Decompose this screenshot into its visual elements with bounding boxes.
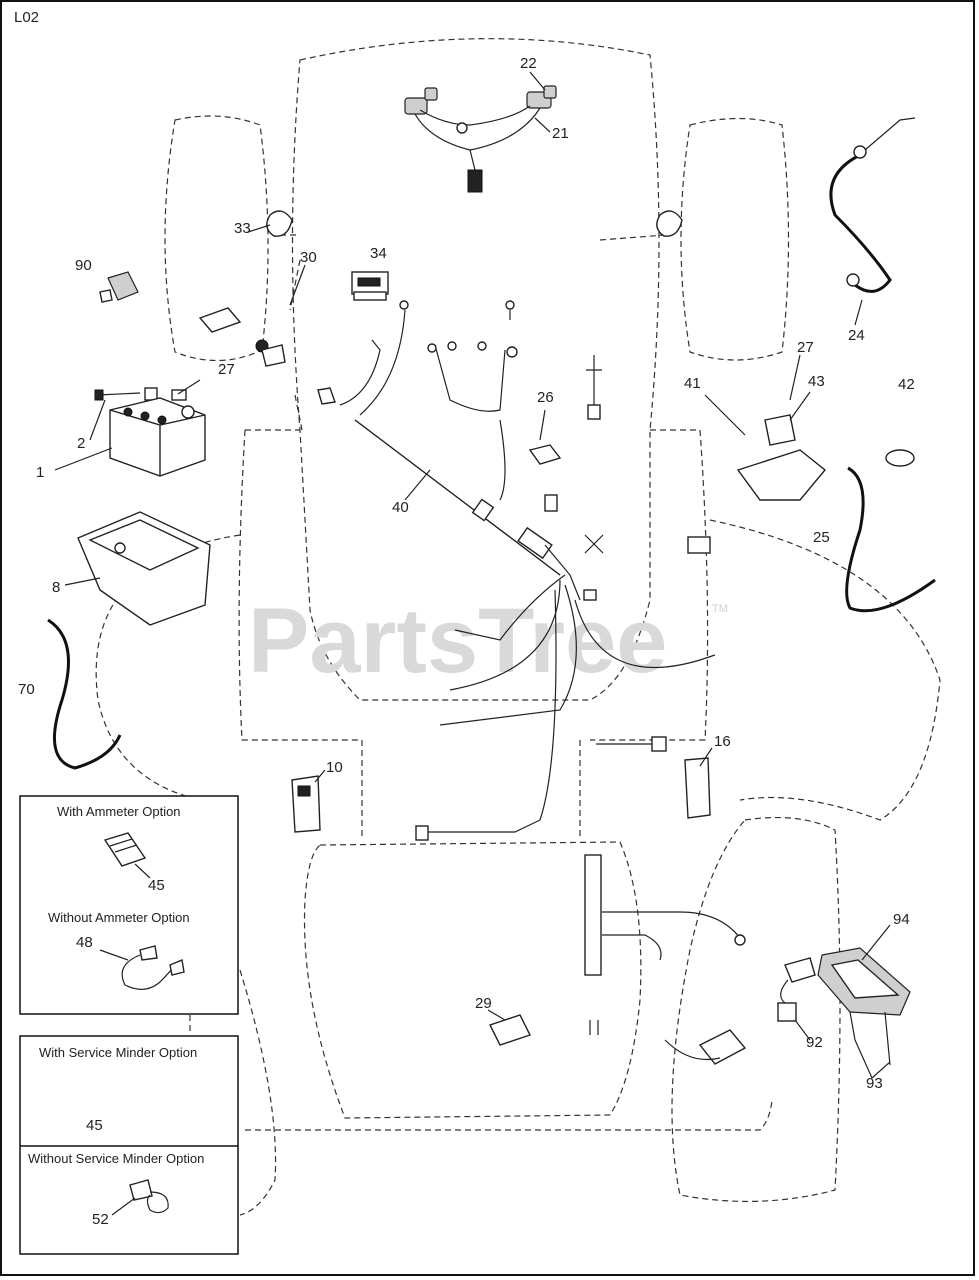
label-8: 8: [52, 579, 60, 596]
watermark-tm: TM: [712, 603, 728, 615]
pto-switch-94-part[interactable]: [817, 947, 911, 1066]
label-45a: 45: [148, 877, 165, 894]
label-21: 21: [552, 125, 569, 142]
ignition-switch-part[interactable]: [351, 271, 389, 301]
label-25: 25: [813, 529, 830, 546]
relay-26-part[interactable]: [528, 444, 562, 465]
fuse-holder-part[interactable]: [198, 307, 286, 367]
service-jumper-part[interactable]: [129, 1179, 169, 1214]
jumper-wire-part[interactable]: [121, 945, 185, 990]
label-43: 43: [808, 373, 825, 390]
switch-10-part[interactable]: [291, 775, 321, 833]
ammeter-option-box: With Ammeter Option 45 Without Ammeter O…: [19, 795, 239, 1015]
label-29: 29: [475, 995, 492, 1012]
label-2: 2: [77, 435, 85, 452]
headlight-harness-part[interactable]: [404, 85, 557, 193]
label-94: 94: [893, 911, 910, 928]
label-24: 24: [848, 327, 865, 344]
label-40: 40: [392, 499, 409, 516]
label-10: 10: [326, 759, 343, 776]
label-92: 92: [806, 1034, 823, 1051]
label-34: 34: [370, 245, 387, 262]
service-without-title: Without Service Minder Option: [28, 1151, 204, 1166]
label-93: 93: [866, 1075, 883, 1092]
watermark-text: PartsTree: [248, 590, 667, 692]
seat-harness-part[interactable]: [584, 854, 746, 1035]
connector-16-part[interactable]: [596, 536, 711, 819]
callout-labels: 22 21 33 90 30 34 27 2 1 26 40 8 70 24 2…: [18, 55, 915, 1092]
solenoid-bracket-part[interactable]: [736, 414, 915, 501]
battery-part[interactable]: [109, 397, 206, 477]
ammeter-with-title: With Ammeter Option: [57, 804, 181, 819]
label-27a: 27: [218, 361, 235, 378]
relay-29-part[interactable]: [489, 1014, 531, 1046]
label-48: 48: [76, 934, 93, 951]
service-with-title: With Service Minder Option: [39, 1045, 197, 1060]
label-16: 16: [714, 733, 731, 750]
label-45b: 45: [86, 1117, 103, 1134]
ground-wire-part[interactable]: [829, 117, 916, 293]
connector-92-part[interactable]: [777, 957, 816, 1022]
battery-tray-part[interactable]: [77, 511, 211, 626]
main-harness-part[interactable]: [317, 300, 716, 841]
label-33: 33: [234, 220, 251, 237]
service-minder-box: With Service Minder Option 45 Without Se…: [19, 1035, 239, 1255]
label-41: 41: [684, 375, 701, 392]
label-42: 42: [898, 376, 915, 393]
label-22: 22: [520, 55, 537, 72]
rear-connector-part[interactable]: [664, 1029, 747, 1065]
leader-lines: [54, 71, 891, 1079]
battery-bolt-part[interactable]: [94, 387, 187, 401]
ammeter-without-title: Without Ammeter Option: [48, 910, 190, 925]
battery-cable-part[interactable]: [47, 618, 122, 770]
label-70: 70: [18, 681, 35, 698]
label-1: 1: [36, 464, 44, 481]
label-27b: 27: [797, 339, 814, 356]
label-52: 52: [92, 1211, 109, 1228]
label-30: 30: [300, 249, 317, 266]
page-code: L02: [14, 9, 39, 26]
label-90: 90: [75, 257, 92, 274]
connectors-part[interactable]: [427, 300, 602, 420]
headlight-clip-part[interactable]: [266, 210, 683, 237]
x-mark: [584, 534, 604, 554]
label-26: 26: [537, 389, 554, 406]
switch-90-part[interactable]: [99, 271, 139, 303]
watermark: PartsTree TM: [248, 590, 728, 692]
cable-25-part[interactable]: [845, 466, 936, 613]
ammeter-part[interactable]: [103, 832, 147, 867]
